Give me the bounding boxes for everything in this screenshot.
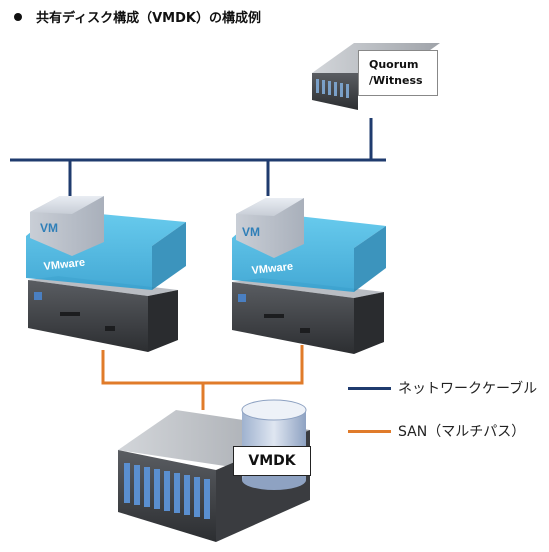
host-2 [232, 198, 386, 354]
vmdk-disk [241, 399, 307, 490]
san-cables [101, 345, 304, 410]
quorum-witness-label: Quorum /Witness [358, 50, 438, 96]
host-1 [26, 196, 186, 352]
quorum-line-1: Quorum [369, 58, 419, 71]
title-text: 共有ディスク構成（VMDK）の構成例 [36, 11, 261, 26]
legend-network-swatch [348, 387, 391, 390]
legend-san-swatch [348, 430, 391, 433]
vm-label-2: VM [242, 225, 260, 239]
bullet-icon [14, 13, 22, 21]
vm-label-1: VM [40, 221, 58, 235]
vmdk-label: VMDK [233, 446, 311, 476]
network-cables [10, 118, 386, 196]
vmware-label-1: VMware [43, 257, 86, 273]
san-link [101, 345, 304, 385]
legend-network-label: ネットワークケーブル [398, 381, 538, 397]
legend-san-label: SAN（マルチパス） [398, 424, 526, 440]
page-title: 共有ディスク構成（VMDK）の構成例 [14, 7, 261, 26]
vmware-label-2: VMware [251, 261, 294, 277]
quorum-line-2: /Witness [369, 74, 423, 87]
